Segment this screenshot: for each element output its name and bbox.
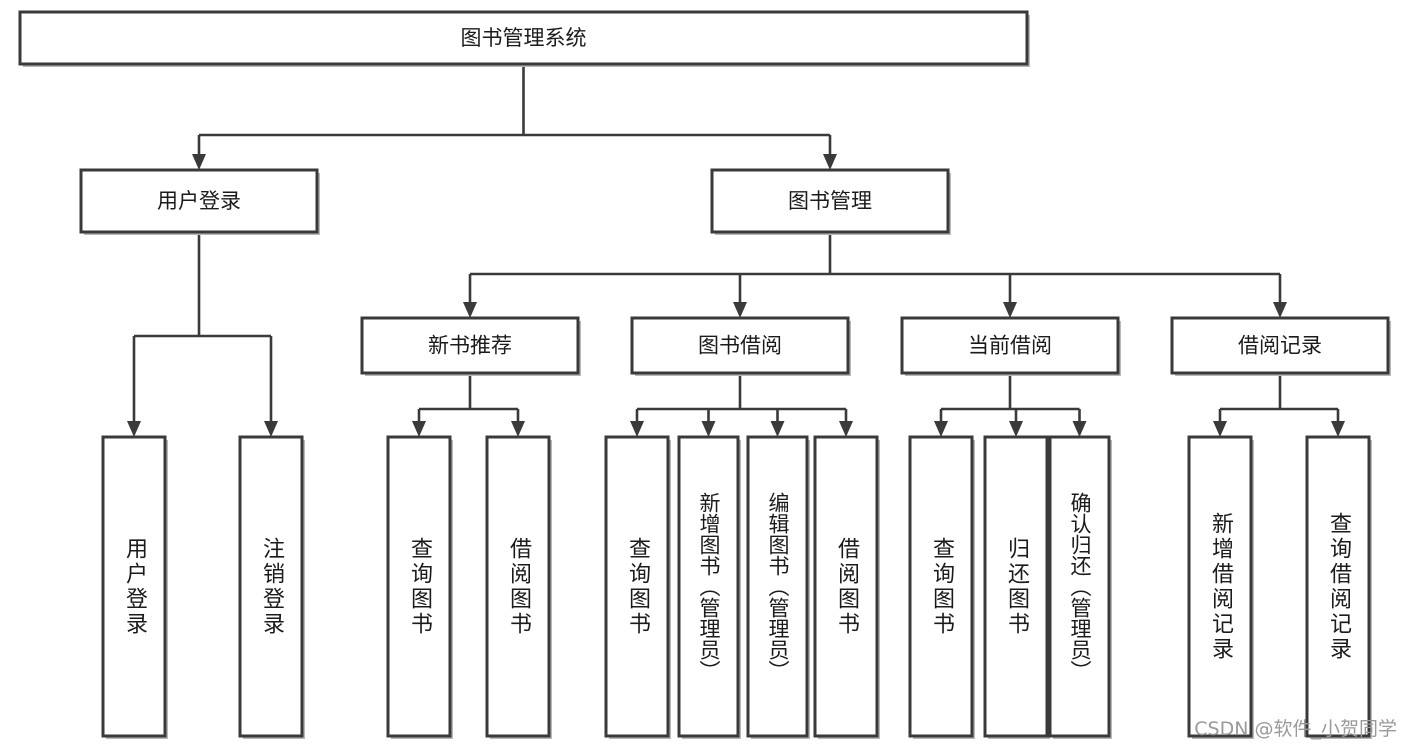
node-leaf-return-book[interactable]	[983, 435, 1050, 739]
node-current-borrow[interactable]	[900, 316, 1121, 376]
connector-edges	[127, 64, 1345, 437]
node-label-book-manage: 图书管理	[788, 189, 872, 213]
node-leaf-query-book-1[interactable]	[386, 435, 453, 739]
node-label-new-book-recommend: 新书推荐	[428, 334, 512, 358]
node-label-borrow-record: 借阅记录	[1238, 334, 1322, 358]
node-leaf-query-book-3[interactable]	[908, 435, 975, 739]
node-user-login[interactable]	[79, 168, 320, 235]
node-leaf-borrow-book-2[interactable]	[813, 435, 880, 739]
node-root[interactable]	[18, 10, 1030, 67]
node-label-current-borrow: 当前借阅	[968, 334, 1052, 358]
node-label-user-login: 用户登录	[157, 189, 241, 213]
node-label-root: 图书管理系统	[461, 26, 587, 50]
node-new-book-recommend[interactable]	[360, 316, 581, 376]
node-leaf-logout[interactable]	[238, 435, 305, 739]
node-leaf-query-book-2[interactable]	[604, 435, 671, 739]
node-leaf-borrow-book-1[interactable]	[485, 435, 552, 739]
node-borrow-record[interactable]	[1170, 316, 1391, 376]
node-leaf-add-book[interactable]	[677, 435, 741, 739]
node-book-borrow[interactable]	[630, 316, 851, 376]
node-leaf-add-borrow-record[interactable]	[1187, 435, 1254, 739]
node-book-manage[interactable]	[710, 168, 951, 235]
node-leaf-query-borrow-record[interactable]	[1305, 435, 1372, 739]
node-label-book-borrow: 图书借阅	[698, 334, 782, 358]
node-leaf-confirm-return[interactable]	[1048, 435, 1112, 739]
node-leaf-edit-book[interactable]	[746, 435, 810, 739]
node-leaf-user-login[interactable]	[101, 435, 168, 739]
